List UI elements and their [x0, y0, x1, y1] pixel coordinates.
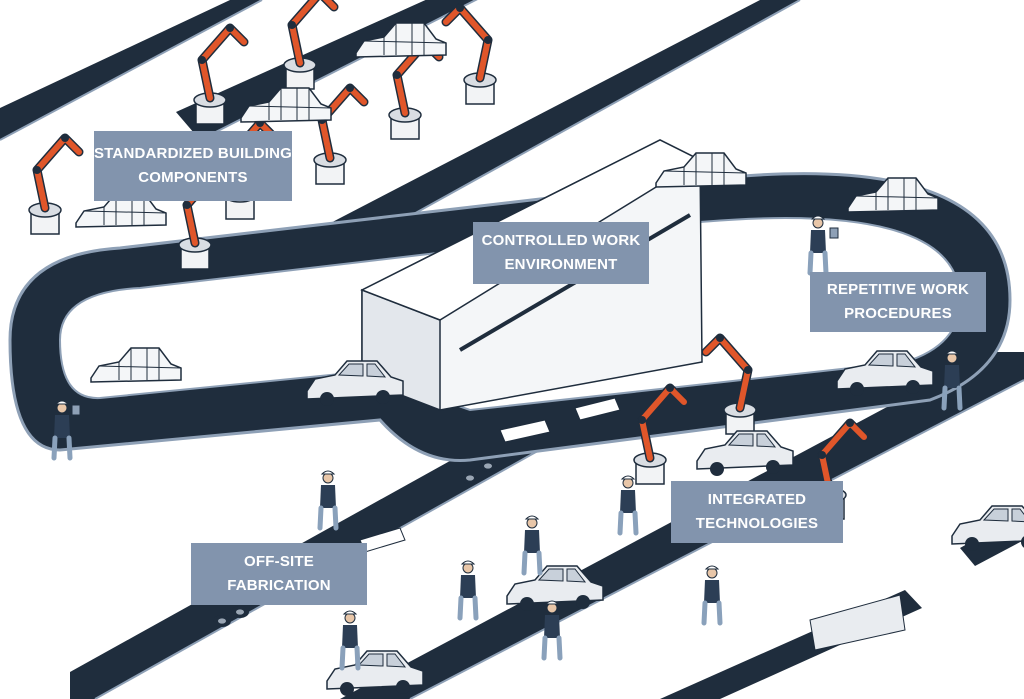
parts	[213, 397, 906, 651]
callout-repetitive-procedures: REPETITIVE WORK PROCEDURES	[810, 272, 986, 332]
control-terminals	[71, 227, 839, 416]
callout-controlled-environment: CONTROLLED WORK ENVIRONMENT	[473, 222, 649, 284]
callout-offsite-fabrication: OFF-SITE FABRICATION	[191, 543, 367, 605]
callout-integrated-technologies: INTEGRATED TECHNOLOGIES	[671, 481, 843, 543]
callout-repetitive-line2: PROCEDURES	[844, 305, 952, 322]
callout-controlled-line1: CONTROLLED WORK	[481, 232, 641, 249]
callout-integrated-line2: TECHNOLOGIES	[695, 515, 819, 532]
callout-standardized-components: STANDARDIZED BUILDING COMPONENTS	[94, 131, 292, 201]
callout-controlled-line2: ENVIRONMENT	[504, 256, 618, 273]
callout-standardized-line2: COMPONENTS	[138, 169, 248, 186]
callout-repetitive-line1: REPETITIVE WORK	[826, 281, 970, 298]
callout-offsite-line2: FABRICATION	[227, 577, 331, 594]
callout-standardized-line1: STANDARDIZED BUILDING	[93, 145, 293, 162]
callout-integrated-line1: INTEGRATED	[707, 491, 807, 508]
callout-offsite-line1: OFF-SITE	[244, 553, 314, 570]
